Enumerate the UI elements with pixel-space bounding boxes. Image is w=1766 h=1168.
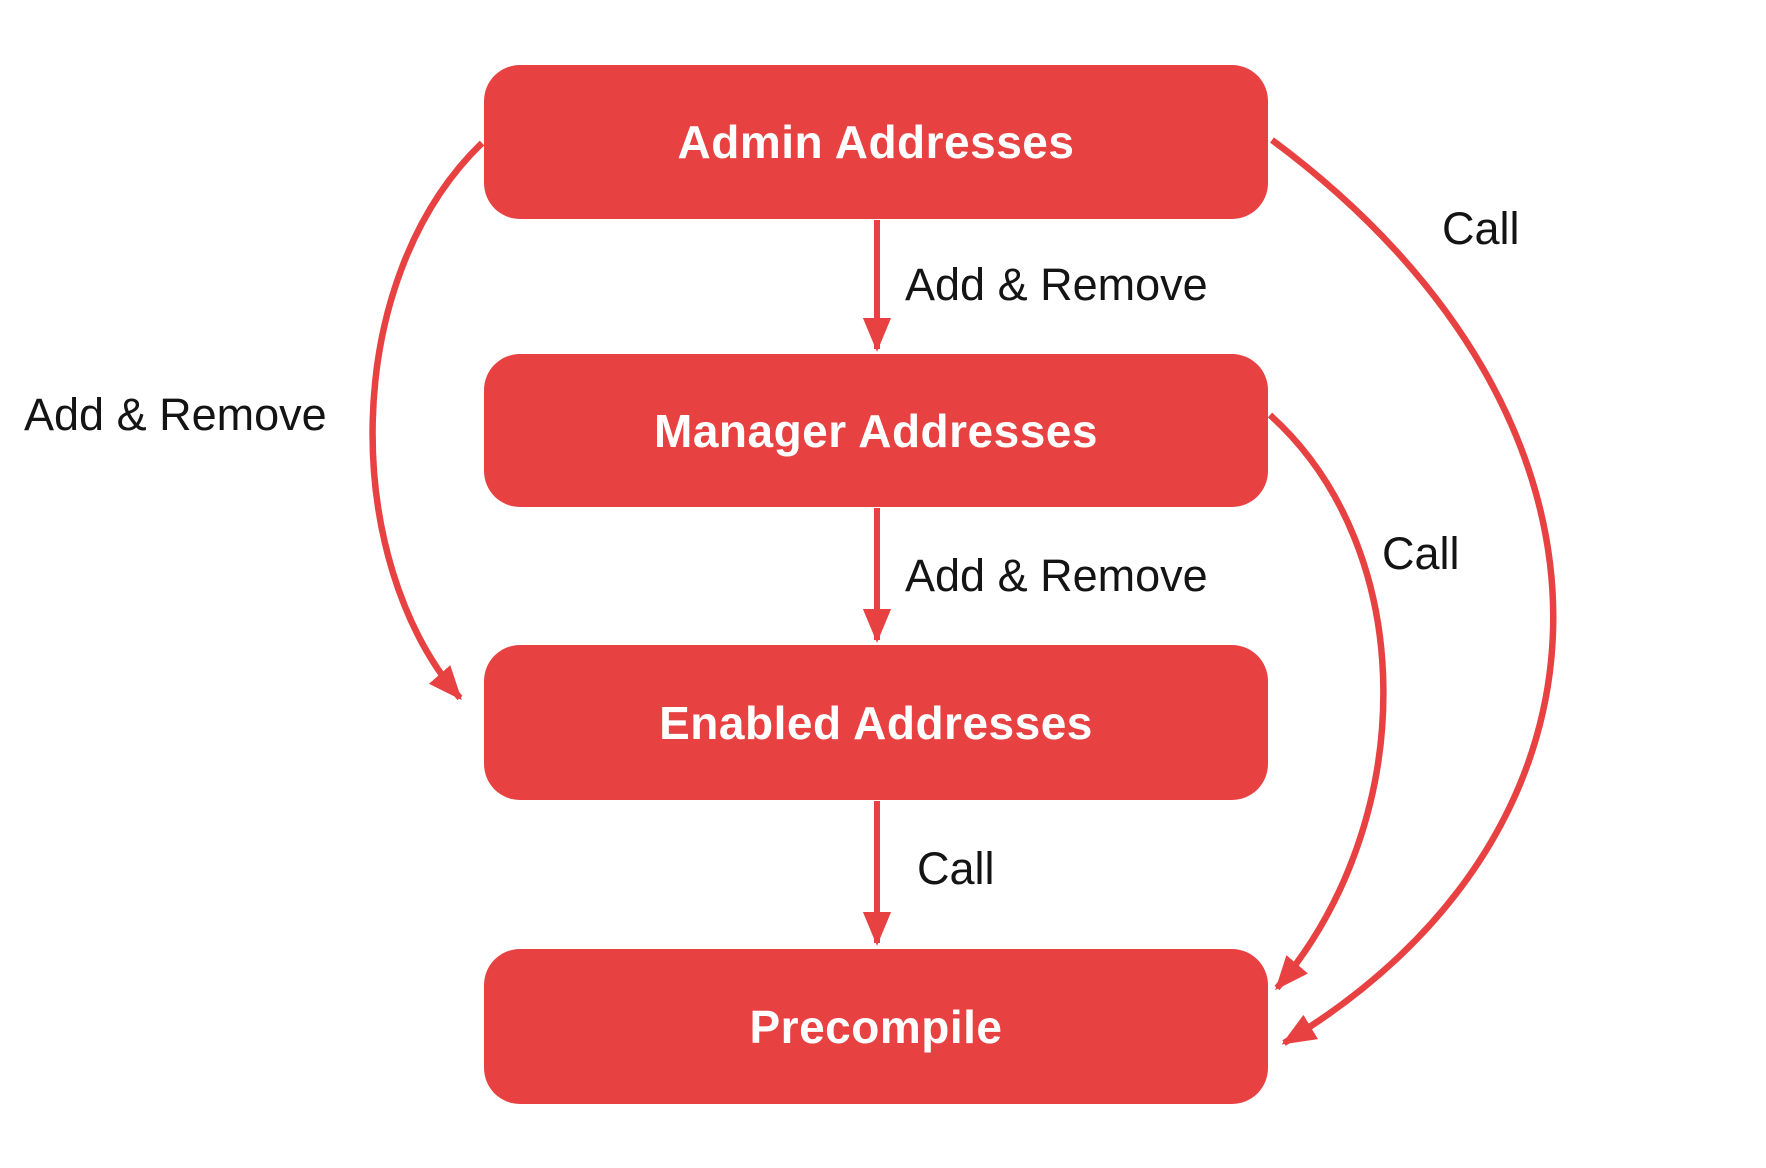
edge-label-admin-manager-add-remove: Add & Remove xyxy=(905,259,1208,310)
node-precompile-label: Precompile xyxy=(749,1000,1003,1053)
node-manager-addresses-label: Manager Addresses xyxy=(654,404,1098,457)
node-manager-addresses: Manager Addresses xyxy=(484,354,1268,507)
edge-admin-to-precompile-curve xyxy=(1270,137,1557,1046)
edge-manager-to-precompile-curve xyxy=(1267,412,1387,991)
node-precompile: Precompile xyxy=(484,949,1268,1104)
edge-label-admin-enabled-add-remove: Add & Remove xyxy=(24,389,327,440)
node-enabled-addresses-label: Enabled Addresses xyxy=(659,696,1093,749)
edge-admin-to-enabled-curve xyxy=(369,140,485,701)
edge-label-enabled-precompile-call: Call xyxy=(917,843,995,894)
node-admin-addresses-label: Admin Addresses xyxy=(677,116,1075,168)
edge-label-manager-enabled-add-remove: Add & Remove xyxy=(905,550,1208,601)
node-enabled-addresses: Enabled Addresses xyxy=(484,645,1268,800)
edge-label-manager-precompile-call: Call xyxy=(1382,528,1460,579)
node-admin-addresses: Admin Addresses xyxy=(484,65,1268,219)
edge-label-admin-precompile-call: Call xyxy=(1442,203,1520,254)
